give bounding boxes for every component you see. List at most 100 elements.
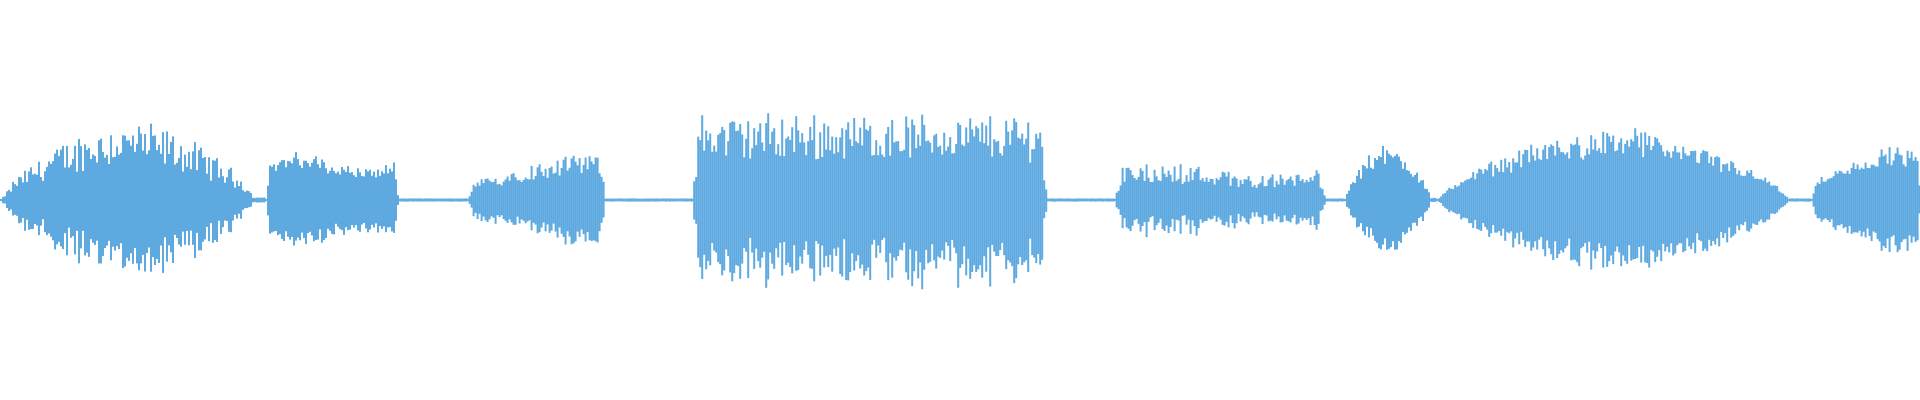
waveform-sample	[797, 130, 800, 270]
waveform-sample	[307, 163, 309, 234]
waveform-sample	[839, 137, 842, 274]
waveform-sample	[421, 198, 424, 202]
waveform-sample	[727, 141, 730, 257]
waveform-sample	[26, 181, 28, 220]
waveform-sample	[885, 133, 888, 263]
waveform-sample	[512, 173, 515, 225]
waveform-sample	[172, 136, 174, 263]
waveform-sample	[100, 138, 102, 264]
waveform-sample	[656, 198, 659, 202]
waveform-sample	[1366, 168, 1368, 227]
waveform-sample	[755, 145, 758, 249]
waveform-sample	[323, 162, 325, 240]
waveform-sample	[1041, 146, 1044, 260]
waveform-sample	[1900, 155, 1903, 243]
waveform-sample	[265, 199, 267, 202]
waveform-sample	[1370, 167, 1372, 229]
waveform-sample	[46, 166, 48, 236]
waveform-sample	[1121, 167, 1124, 229]
waveform-sample	[1732, 162, 1735, 236]
waveform-sample	[182, 171, 184, 232]
waveform-sample	[1181, 184, 1184, 216]
waveform-sample	[887, 127, 890, 281]
waveform-sample	[1752, 176, 1755, 224]
waveform-sample	[1428, 192, 1430, 208]
waveform-sample	[1346, 193, 1348, 207]
waveform-sample	[891, 120, 894, 278]
waveform-sample	[556, 160, 559, 238]
waveform-sample	[96, 162, 98, 241]
waveform-sample	[576, 165, 579, 232]
waveform-sample	[1237, 186, 1240, 214]
waveform-sample	[699, 140, 702, 268]
waveform-sample	[1141, 170, 1144, 226]
waveform-sample	[1452, 189, 1455, 213]
waveform-sample	[1215, 178, 1218, 222]
waveform-sample	[42, 180, 44, 220]
waveform-sample	[1378, 156, 1380, 249]
waveform-sample	[592, 164, 595, 241]
waveform-sample	[1566, 152, 1569, 246]
waveform-sample	[803, 142, 806, 250]
waveform-sample	[600, 176, 603, 223]
waveform-sample	[351, 172, 353, 226]
waveform-sample	[333, 171, 335, 235]
waveform-sample	[648, 198, 651, 202]
waveform-sample	[1324, 198, 1327, 202]
waveform-sample	[1015, 122, 1018, 279]
waveform-sample	[1185, 175, 1188, 225]
waveform-sample	[429, 198, 432, 202]
waveform-sample	[331, 167, 333, 234]
waveform-sample	[377, 169, 379, 233]
waveform-sample	[1478, 168, 1481, 230]
waveform-sample	[520, 182, 523, 220]
waveform-sample	[1568, 158, 1571, 239]
waveform-sample	[1504, 158, 1507, 241]
waveform-sample	[68, 167, 70, 228]
waveform-sample	[1309, 177, 1312, 226]
waveform-sample	[411, 198, 414, 202]
waveform-sample	[877, 155, 880, 246]
waveform-sample	[618, 198, 621, 202]
waveform-sample	[1368, 155, 1370, 238]
waveform-sample	[110, 135, 112, 261]
waveform-sample	[449, 198, 452, 202]
waveform-sample	[1094, 198, 1097, 202]
waveform-sample	[1460, 182, 1463, 220]
waveform-sample	[674, 198, 677, 202]
waveform-sample	[1007, 131, 1010, 261]
waveform-sample	[815, 159, 818, 241]
waveform-sample	[739, 123, 742, 279]
waveform-sample	[1872, 164, 1875, 232]
waveform-sample	[1822, 181, 1825, 220]
waveform-sample	[536, 167, 539, 234]
waveform-gap-4	[1046, 198, 1115, 202]
waveform-sample	[945, 150, 948, 243]
waveform-sample	[1159, 180, 1162, 219]
waveform-sample	[1052, 198, 1055, 202]
waveform-sample	[1620, 138, 1623, 267]
waveform-sample	[1253, 184, 1256, 217]
waveform-sample	[1918, 185, 1920, 214]
waveform-sample	[612, 198, 615, 202]
waveform-sample	[92, 154, 94, 243]
waveform-sample	[1412, 176, 1414, 223]
waveform-sample	[1570, 143, 1573, 261]
waveform-sample	[1175, 180, 1178, 220]
waveform-sample	[1027, 122, 1030, 272]
waveform-sample	[401, 198, 404, 202]
waveform-sample	[969, 118, 972, 279]
waveform-sample	[210, 180, 212, 224]
waveform-sample	[1472, 172, 1475, 228]
waveform-sample	[546, 177, 549, 225]
waveform-sample	[845, 129, 848, 280]
waveform-sample	[1486, 170, 1489, 230]
waveform-sample	[1273, 187, 1276, 214]
waveform-sample	[767, 113, 770, 280]
waveform-sample	[827, 126, 830, 268]
waveform-sample	[1462, 182, 1465, 218]
waveform-sample	[385, 165, 387, 233]
waveform-sample	[500, 185, 503, 216]
waveform-sample	[1824, 181, 1827, 219]
